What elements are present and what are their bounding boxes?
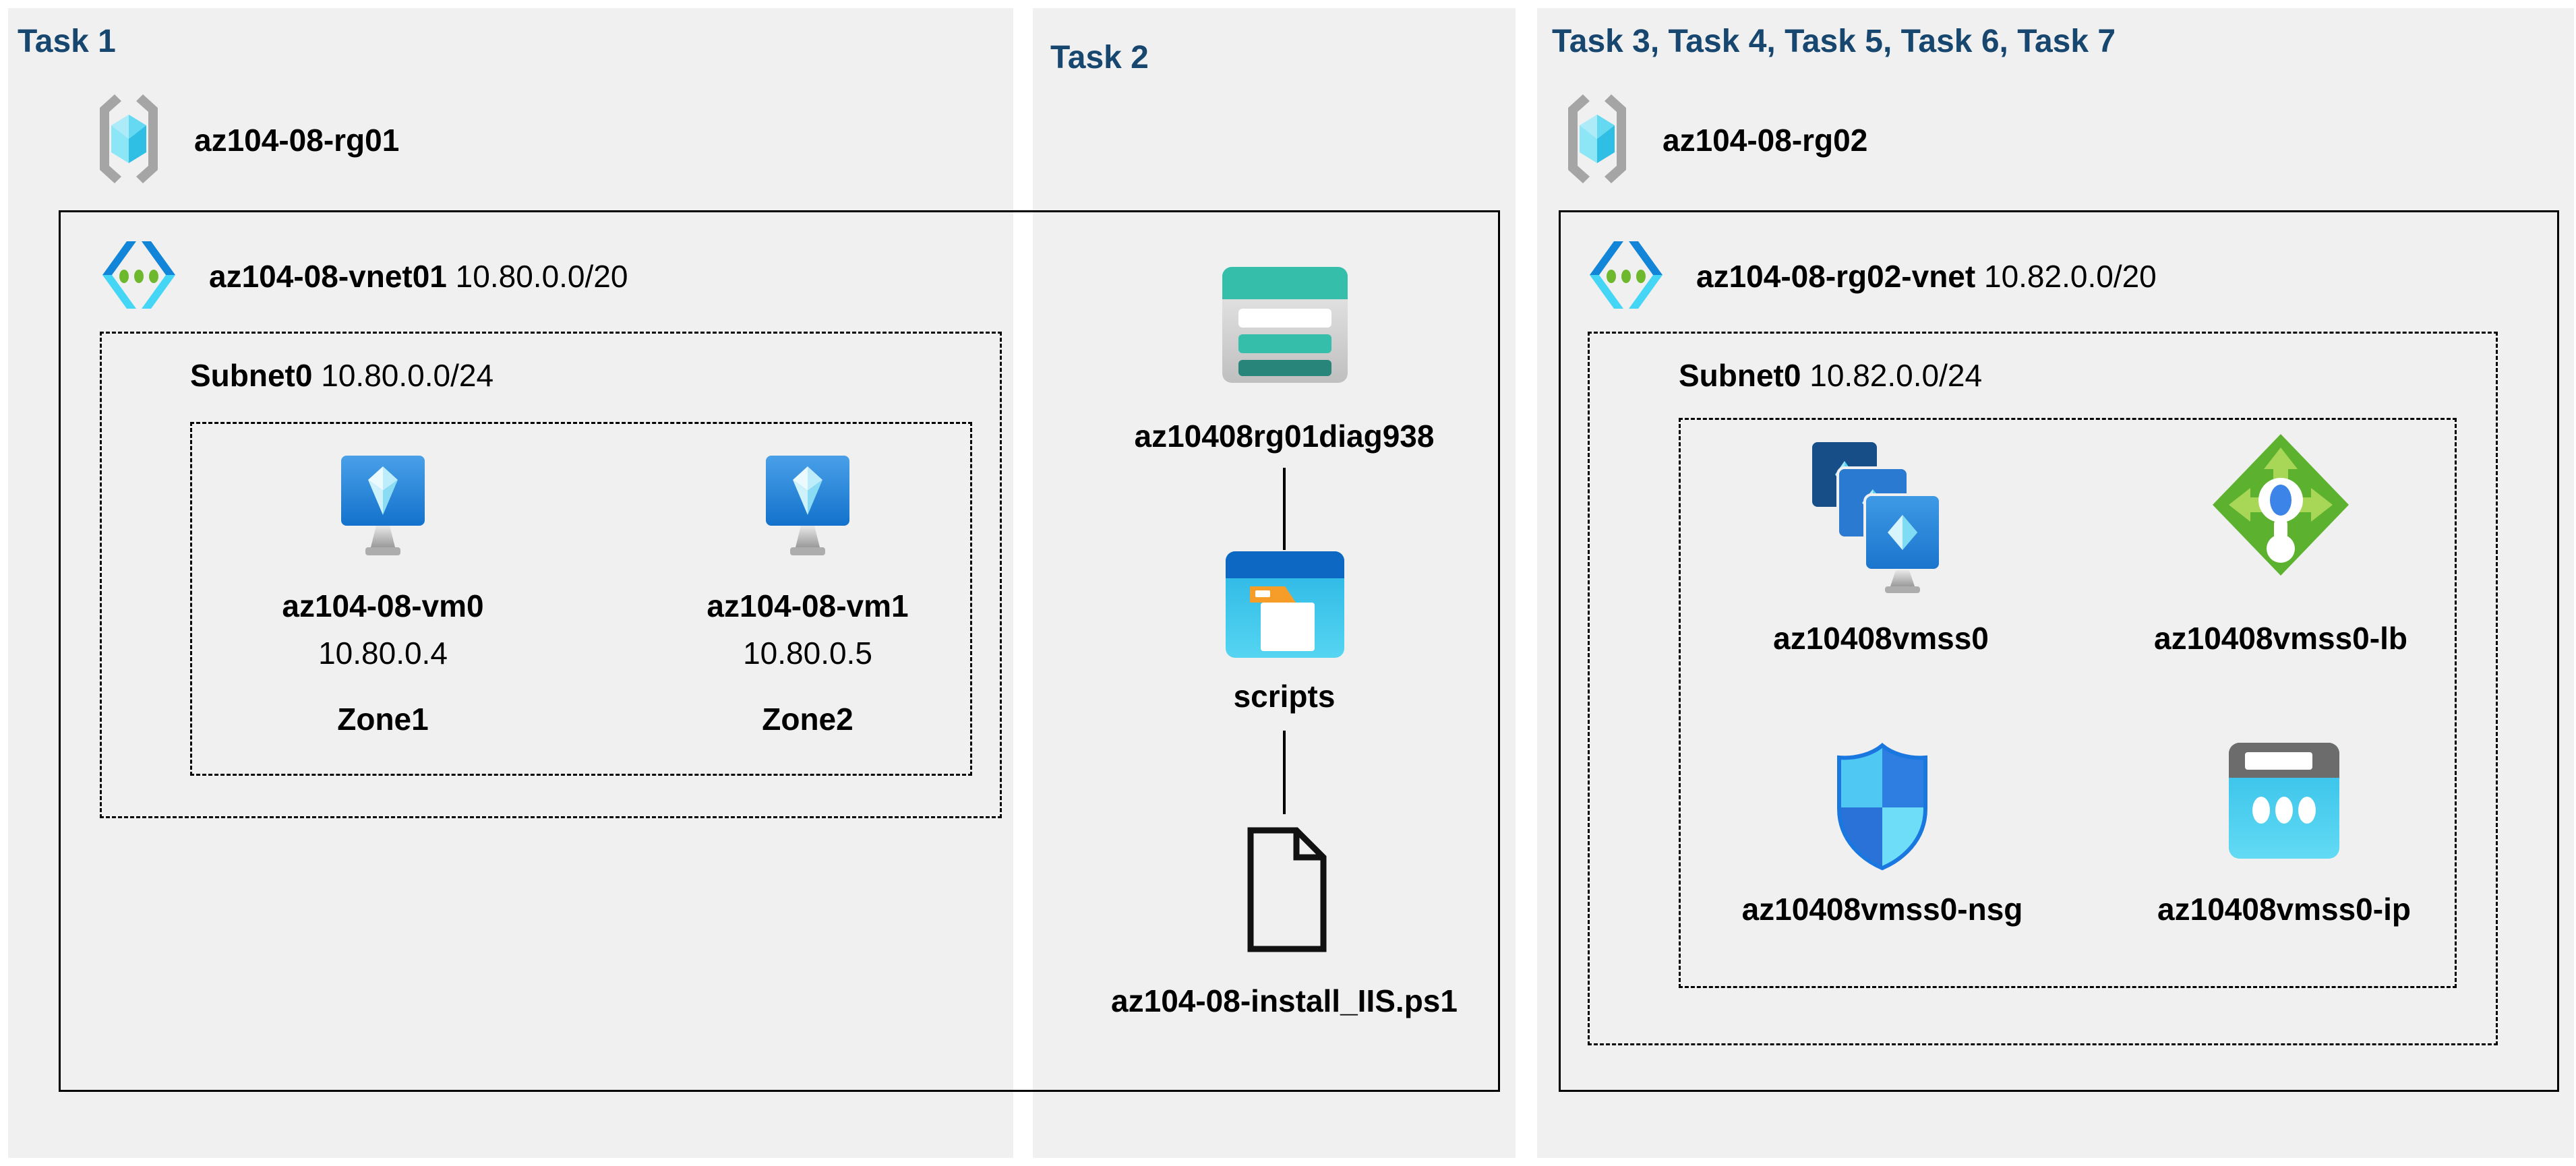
connector-container-to-file	[1283, 731, 1286, 814]
network-security-group-icon	[1831, 741, 1934, 874]
subnet0-rg02-cidr: 10.82.0.0/24	[1809, 358, 1983, 393]
subnet0-rg01-name: Subnet0	[190, 358, 313, 393]
vnet01-label: az104-08-vnet01 10.80.0.0/20	[209, 258, 628, 295]
vnet01-row: az104-08-vnet01 10.80.0.0/20	[98, 236, 628, 317]
task1-title: Task 1	[18, 24, 116, 59]
task3-title: Task 3, Task 4, Task 5, Task 6, Task 7	[1552, 24, 2116, 59]
rg02-row: az104-08-rg02	[1561, 94, 1867, 186]
task3-panel	[1537, 8, 2574, 1158]
script-file-label: az104-08-install_IIS.ps1	[1111, 983, 1458, 1018]
rg01-label: az104-08-rg01	[194, 123, 400, 158]
vm1-ip: 10.80.0.5	[743, 636, 872, 671]
vnet02-row: az104-08-rg02-vnet 10.82.0.0/20	[1586, 236, 2157, 317]
vm-scale-set-icon	[1808, 438, 1954, 598]
storage-account-label: az10408rg01diag938	[1134, 419, 1435, 454]
public-ip-icon	[2229, 743, 2339, 862]
rg02-label: az104-08-rg02	[1663, 123, 1868, 158]
virtual-network-icon	[1586, 237, 1667, 316]
rg01-row: az104-08-rg01	[93, 94, 399, 186]
resource-group-icon	[1561, 93, 1633, 188]
resource-group-icon	[93, 93, 164, 188]
script-file-icon	[1242, 825, 1329, 958]
vm0-zone: Zone1	[337, 702, 429, 737]
container-label: scripts	[1233, 679, 1336, 714]
subnet0-rg02-name: Subnet0	[1679, 358, 1801, 393]
virtual-network-icon	[98, 237, 179, 316]
vm-group-dashed-box	[190, 422, 972, 776]
virtual-machine-icon	[760, 456, 855, 560]
rg02-boundary-box	[1559, 210, 2559, 1092]
load-balancer-icon	[2210, 431, 2352, 582]
connector-storage-to-container	[1283, 468, 1286, 550]
subnet0-rg01-cidr: 10.80.0.0/24	[321, 358, 494, 393]
vm0-ip: 10.80.0.4	[318, 636, 448, 671]
vnet02-cidr: 10.82.0.0/20	[1983, 259, 2157, 294]
vnet02-label: az104-08-rg02-vnet 10.82.0.0/20	[1696, 258, 2157, 295]
storage-account-icon	[1222, 267, 1348, 386]
vnet01-cidr: 10.80.0.0/20	[455, 259, 628, 294]
subnet0-rg01-dashed-box	[100, 332, 1002, 818]
vmss-label: az10408vmss0	[1773, 621, 1989, 656]
vmss-group-dashed-box	[1679, 418, 2457, 988]
virtual-machine-icon	[336, 456, 430, 560]
subnet0-rg02-dashed-box	[1588, 332, 2498, 1045]
public-ip-label: az10408vmss0-ip	[2157, 892, 2411, 927]
rg01-boundary-box	[59, 210, 1500, 1092]
vm1-zone: Zone2	[762, 702, 853, 737]
vm0-name: az104-08-vm0	[282, 588, 484, 623]
vnet01-name: az104-08-vnet01	[209, 259, 447, 294]
load-balancer-label: az10408vmss0-lb	[2154, 621, 2407, 656]
task1-panel	[8, 8, 1013, 1158]
blob-container-icon	[1226, 551, 1344, 661]
subnet0-rg01-label: Subnet0 10.80.0.0/24	[190, 357, 493, 394]
subnet0-rg02-label: Subnet0 10.82.0.0/24	[1679, 357, 1982, 394]
task2-title: Task 2	[1050, 40, 1149, 75]
network-security-group-label: az10408vmss0-nsg	[1741, 892, 2023, 927]
vnet02-name: az104-08-rg02-vnet	[1696, 259, 1976, 294]
vm1-name: az104-08-vm1	[707, 588, 909, 623]
